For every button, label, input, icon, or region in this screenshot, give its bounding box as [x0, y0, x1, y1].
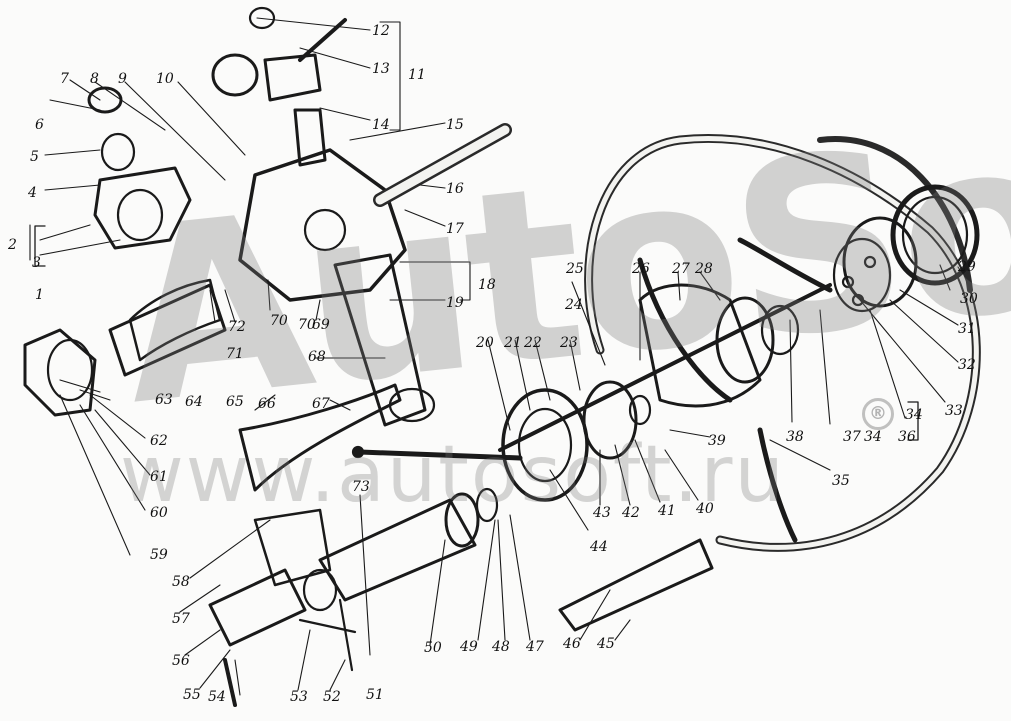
callout-45: 45: [597, 636, 615, 652]
callout-9: 9: [118, 71, 127, 87]
callout-34: 34: [864, 429, 882, 445]
callout-26: 26: [632, 261, 650, 277]
callout-27: 27: [672, 261, 690, 277]
callout-10: 10: [156, 71, 174, 87]
pitman-arm: [238, 383, 402, 492]
callout-70: 70: [270, 313, 288, 329]
callout-37: 37: [843, 429, 861, 445]
callout-14: 14: [372, 117, 390, 133]
callout-68: 68: [308, 349, 326, 365]
callout-53: 53: [290, 689, 308, 705]
steering-wheel-rim: [584, 133, 981, 552]
callout-38: 38: [786, 429, 804, 445]
callout-29: 29: [958, 259, 976, 275]
callout-67: 67: [312, 396, 330, 412]
callout-60: 60: [150, 505, 168, 521]
callout-47: 47: [526, 639, 544, 655]
steering-gear-box: [238, 123, 512, 302]
callout-41: 41: [658, 503, 676, 519]
callout-57: 57: [172, 611, 190, 627]
callout-73: 73: [352, 479, 370, 495]
watermark-registered-mark: ®: [862, 398, 894, 430]
callout-40: 40: [696, 501, 714, 517]
callout-61: 61: [150, 469, 168, 485]
callout-19: 19: [446, 295, 464, 311]
callout-39: 39: [708, 433, 726, 449]
callout-11: 11: [408, 67, 426, 83]
callout-16: 16: [446, 181, 464, 197]
horn-cover: [890, 184, 980, 286]
callout-23: 23: [560, 335, 578, 351]
signal-lever: [357, 449, 523, 461]
end-flange: [23, 283, 227, 417]
callout-5: 5: [30, 149, 39, 165]
callout-49: 49: [460, 639, 478, 655]
callout-72: 72: [228, 319, 246, 335]
column-bracket: [208, 508, 357, 707]
leader-lines: [29, 17, 961, 696]
callout-13: 13: [372, 61, 390, 77]
callout-15: 15: [446, 117, 464, 133]
callout-1: 1: [35, 287, 44, 303]
callout-12: 12: [372, 23, 390, 39]
callout-31: 31: [958, 321, 976, 337]
column-shroud: [558, 538, 714, 632]
wheel-hub: [832, 216, 918, 313]
callout-36: 36: [898, 429, 916, 445]
callout-25: 25: [566, 261, 584, 277]
callout-50: 50: [424, 640, 442, 656]
callout-21: 21: [504, 335, 522, 351]
callout-66: 66: [258, 396, 276, 412]
callout-33: 33: [945, 403, 963, 419]
callout-35: 35: [832, 473, 850, 489]
callout-70: 70: [298, 317, 316, 333]
callout-54: 54: [208, 689, 226, 705]
watermark-url: www.autosoft.ru: [120, 430, 786, 520]
callout-22: 22: [524, 335, 542, 351]
callout-46: 46: [563, 636, 581, 652]
callout-44: 44: [590, 539, 608, 555]
callout-28: 28: [695, 261, 713, 277]
callout-58: 58: [172, 574, 190, 590]
callout-3: 3: [32, 255, 41, 271]
callout-4: 4: [28, 185, 37, 201]
callout-55: 55: [183, 687, 201, 703]
steering-shaft: [498, 283, 832, 452]
callout-32: 32: [958, 357, 976, 373]
turn-signal-switch: [501, 380, 652, 502]
callout-69: 69: [312, 317, 330, 333]
callout-34: 34: [905, 407, 923, 423]
callout-65: 65: [226, 394, 244, 410]
callout-2: 2: [8, 237, 17, 253]
callout-56: 56: [172, 653, 190, 669]
callout-64: 64: [185, 394, 203, 410]
callout-71: 71: [226, 346, 244, 362]
callout-20: 20: [476, 335, 494, 351]
callout-42: 42: [622, 505, 640, 521]
callout-48: 48: [492, 639, 510, 655]
callout-59: 59: [150, 547, 168, 563]
callout-24: 24: [565, 297, 583, 313]
callout-30: 30: [960, 291, 978, 307]
callout-6: 6: [35, 117, 44, 133]
dust-boot: [128, 278, 222, 362]
callout-7: 7: [60, 71, 69, 87]
callout-8: 8: [90, 71, 99, 87]
steering-wheel-spokes: [637, 237, 833, 543]
callout-52: 52: [323, 689, 341, 705]
callout-62: 62: [150, 433, 168, 449]
callout-43: 43: [593, 505, 611, 521]
callout-17: 17: [446, 221, 464, 237]
callout-18: 18: [478, 277, 496, 293]
cover-assembly: [87, 86, 192, 250]
callout-63: 63: [155, 392, 173, 408]
callout-51: 51: [366, 687, 384, 703]
